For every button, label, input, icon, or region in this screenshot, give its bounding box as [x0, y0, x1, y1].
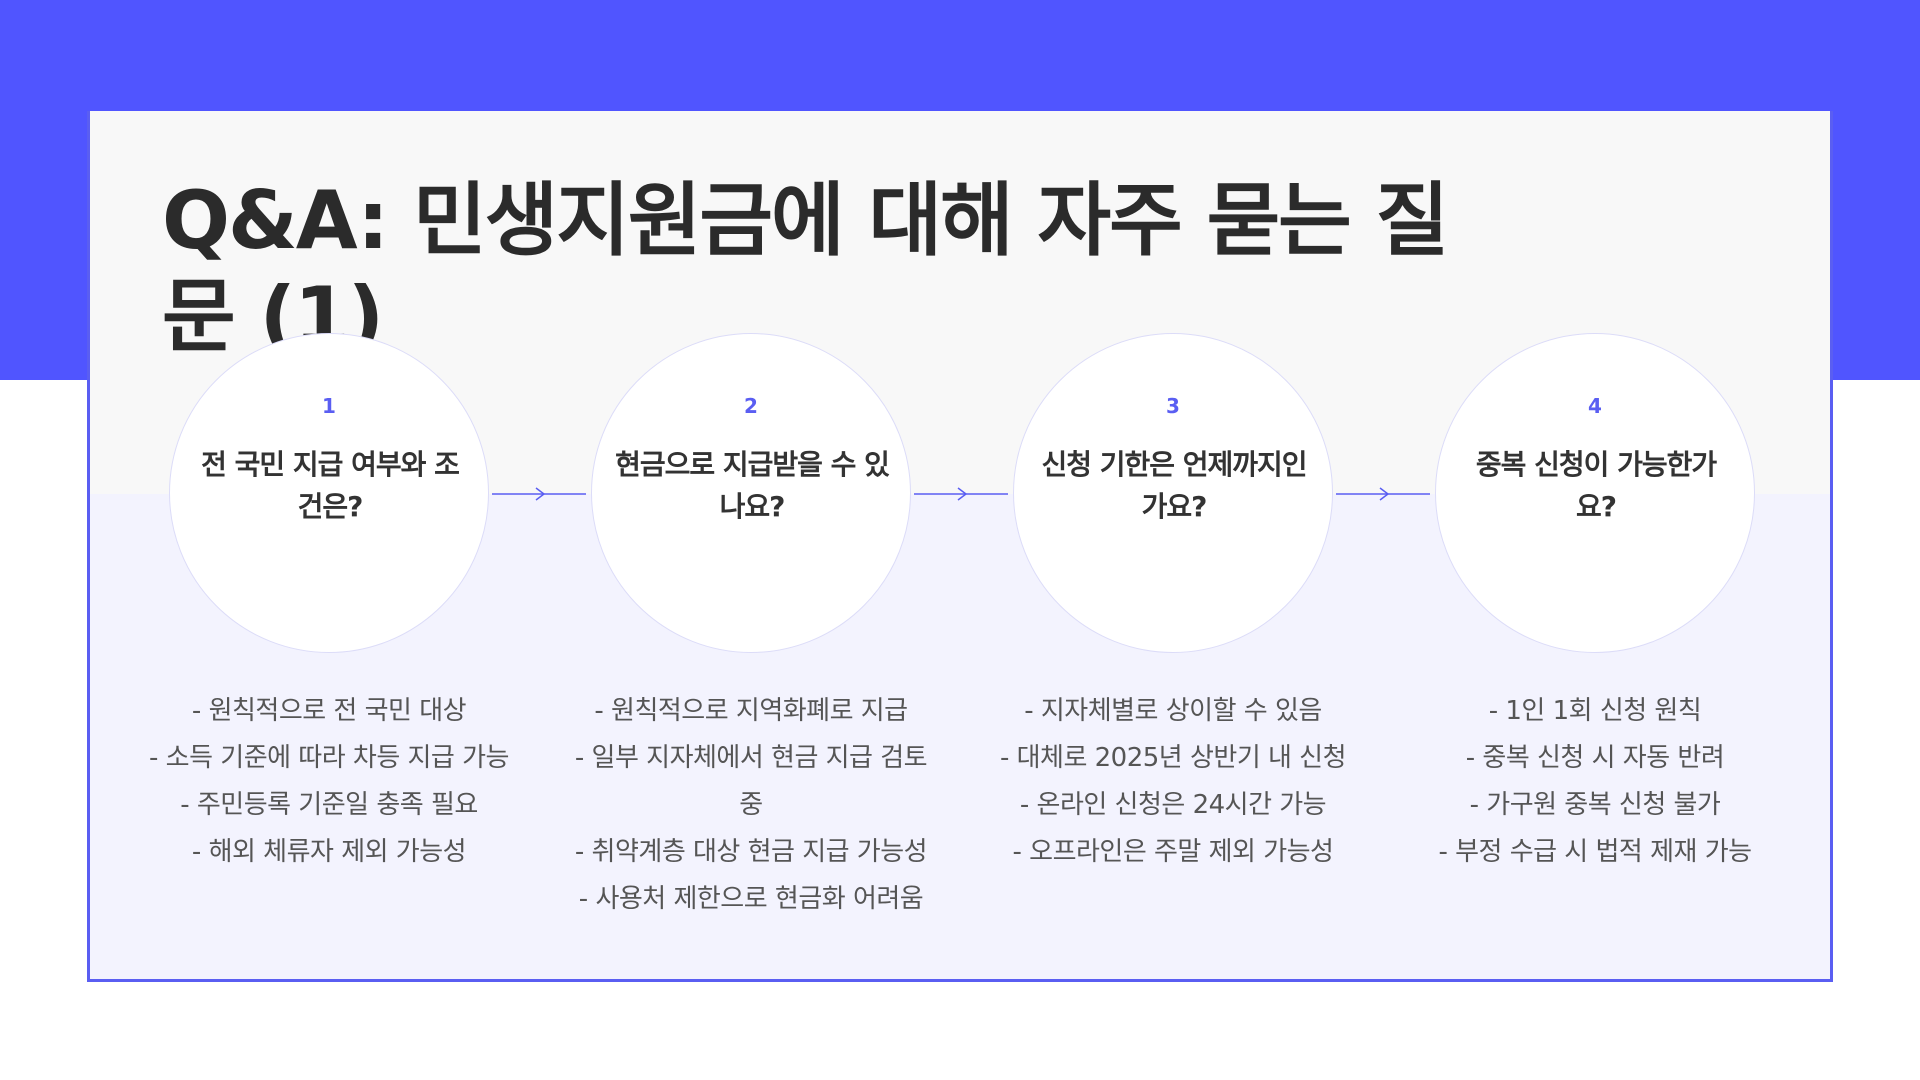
step-circle-3: 3 신청 기한은 언제까지인가요? — [1013, 333, 1333, 653]
answer-item: - 원칙적으로 전 국민 대상 — [191, 696, 467, 726]
step-number: 2 — [744, 394, 758, 418]
answer-item: - 주민등록 기준일 충족 필요 — [180, 790, 478, 820]
step-number: 3 — [1166, 394, 1180, 418]
step-number: 1 — [322, 394, 336, 418]
step-question: 전 국민 지급 여부와 조건은? — [201, 448, 460, 523]
step-circle-2: 2 현금으로 지급받을 수 있나요? — [591, 333, 911, 653]
answer-item: - 가구원 중복 신청 불가 — [1469, 790, 1721, 820]
arrow-right-icon — [1336, 487, 1430, 501]
step-answers-1: - 원칙적으로 전 국민 대상 - 소득 기준에 따라 차등 지급 가능 - 주… — [149, 688, 509, 876]
answer-item: - 일부 지자체에서 현금 지급 검토 중 — [574, 743, 928, 820]
step-question: 신청 기한은 언제까지인가요? — [1041, 448, 1307, 523]
answer-item: - 1인 1회 신청 원칙 — [1488, 696, 1702, 726]
answer-item: - 온라인 신청은 24시간 가능 — [1019, 790, 1327, 820]
step-answers-2: - 원칙적으로 지역화폐로 지급 - 일부 지자체에서 현금 지급 검토 중 -… — [571, 688, 931, 923]
step-circle-1: 1 전 국민 지급 여부와 조건은? — [169, 333, 489, 653]
arrow-right-icon — [914, 487, 1008, 501]
content-card: Q&A: 민생지원금에 대해 자주 묻는 질문 (1) 1 전 국민 지급 여부… — [87, 111, 1833, 982]
step-circle-4: 4 중복 신청이 가능한가요? — [1435, 333, 1755, 653]
step-number: 4 — [1588, 394, 1602, 418]
answer-item: - 해외 체류자 제외 가능성 — [191, 837, 467, 867]
step-answers-3: - 지자체별로 상이할 수 있음 - 대체로 2025년 상반기 내 신청 - … — [993, 688, 1353, 876]
answer-item: - 소득 기준에 따라 차등 지급 가능 — [149, 743, 509, 773]
answer-item: - 오프라인은 주말 제외 가능성 — [1012, 837, 1334, 867]
arrow-right-icon — [492, 487, 586, 501]
step-question: 현금으로 지급받을 수 있나요? — [615, 448, 890, 523]
step-question: 중복 신청이 가능한가요? — [1475, 448, 1717, 523]
answer-item: - 취약계층 대상 현금 지급 가능성 — [574, 837, 928, 867]
answer-item: - 지자체별로 상이할 수 있음 — [1024, 696, 1322, 726]
answer-item: - 부정 수급 시 법적 제재 가능 — [1438, 837, 1752, 867]
answer-item: - 중복 신청 시 자동 반려 — [1465, 743, 1725, 773]
step-answers-4: - 1인 1회 신청 원칙 - 중복 신청 시 자동 반려 - 가구원 중복 신… — [1415, 688, 1775, 876]
answer-item: - 대체로 2025년 상반기 내 신청 — [999, 743, 1347, 773]
page-title: Q&A: 민생지원금에 대해 자주 묻는 질문 (1) — [162, 174, 1449, 363]
answer-item: - 원칙적으로 지역화폐로 지급 — [594, 696, 908, 726]
answer-item: - 사용처 제한으로 현금화 어려움 — [578, 884, 924, 914]
